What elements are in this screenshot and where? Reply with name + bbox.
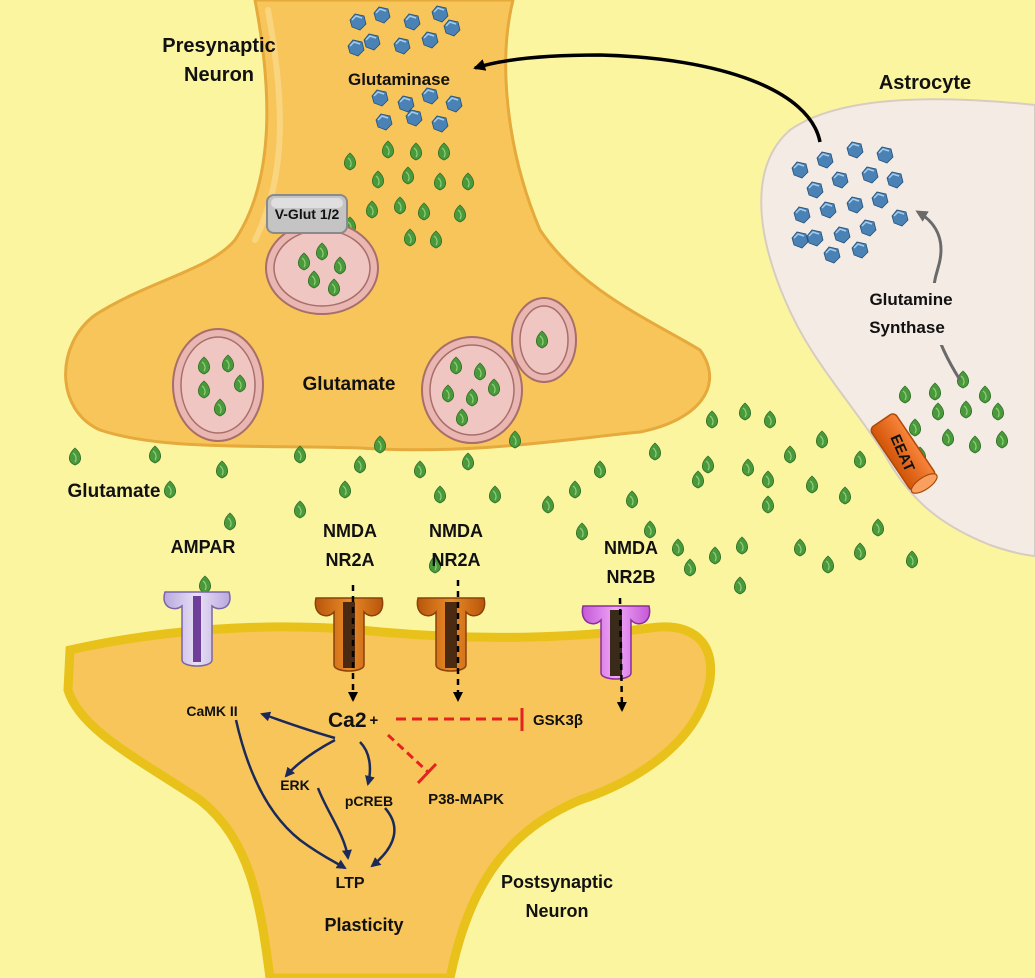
erk-label: ERK [280, 777, 310, 793]
postsynaptic-label-line1: Postsynaptic [501, 872, 613, 892]
inhibition-lines [386, 708, 524, 785]
camk-label: CaMK II [186, 703, 237, 719]
glutaminase-label: Glutaminase [348, 70, 450, 89]
nmda-nr2a-receptor-2 [416, 597, 486, 672]
synthase-arrow [915, 210, 962, 381]
signaling-arrows [234, 711, 396, 870]
nmda2-label-line1: NMDA [429, 521, 483, 541]
astrocyte-label: Astrocyte [879, 72, 971, 94]
p38-label: P38-MAPK [428, 791, 504, 808]
presynaptic-label-line2: Neuron [184, 64, 254, 86]
glutamine-transfer-arrow [473, 53, 822, 143]
plasticity-label: Plasticity [324, 915, 403, 935]
ampar-label: AMPAR [171, 537, 236, 557]
calcium-label-main: Ca2 [328, 709, 367, 732]
nmda2-label-line2: NR2A [431, 550, 480, 570]
calcium-label-charge: + [370, 712, 379, 729]
vesicle-left [172, 328, 264, 442]
vesicle-small [511, 297, 577, 383]
glutamate-cleft-label: Glutamate [68, 481, 161, 502]
nmda-nr2b-receptor [581, 605, 651, 680]
pcreb-label: pCREB [345, 793, 393, 809]
nmda3-label-line1: NMDA [604, 538, 658, 558]
nmda1-label-line1: NMDA [323, 521, 377, 541]
gsk3b-label: GSK3β [533, 712, 583, 729]
glutamine-synthase-label-line2: Synthase [869, 318, 945, 337]
calcium-label: Ca2+ [328, 709, 379, 732]
presynaptic-label-line1: Presynaptic [162, 35, 275, 57]
eeat-transporter [870, 413, 938, 494]
postsynaptic-label-line2: Neuron [526, 901, 589, 921]
ltp-label: LTP [335, 875, 364, 892]
glutamate-vesicle-label: Glutamate [303, 374, 396, 395]
vesicle-middle [421, 336, 523, 444]
vglut-vesicle [265, 221, 379, 315]
vglut-label: V-Glut 1/2 [275, 206, 340, 222]
calcium-entry-arrows [348, 580, 627, 712]
glutamine-synthase-label-line1: Glutamine [869, 290, 952, 309]
ampar-receptor [163, 591, 231, 667]
vglut-transporter [266, 194, 348, 234]
nmda1-label-line2: NR2A [325, 550, 374, 570]
nmda3-label-line2: NR2B [606, 567, 655, 587]
glutamine-synthase-box [849, 283, 973, 345]
